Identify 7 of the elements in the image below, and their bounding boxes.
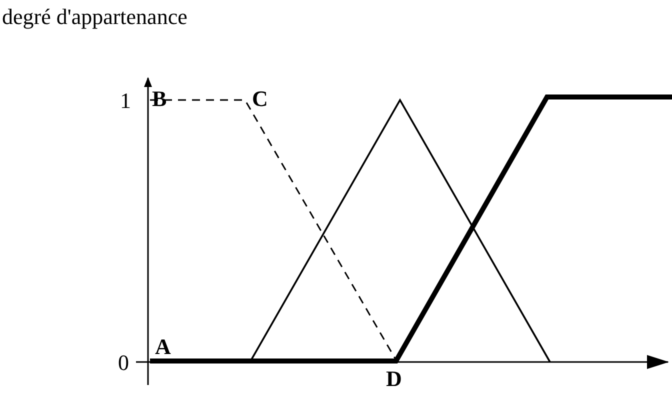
tick-label: 1 — [120, 90, 131, 112]
point-label: A — [155, 336, 171, 358]
point-label: C — [252, 88, 268, 110]
point-label: D — [386, 368, 402, 390]
point-label: B — [152, 88, 167, 110]
tick-label: 0 — [118, 352, 129, 374]
axis-title: degré d'appartenance — [2, 6, 188, 28]
